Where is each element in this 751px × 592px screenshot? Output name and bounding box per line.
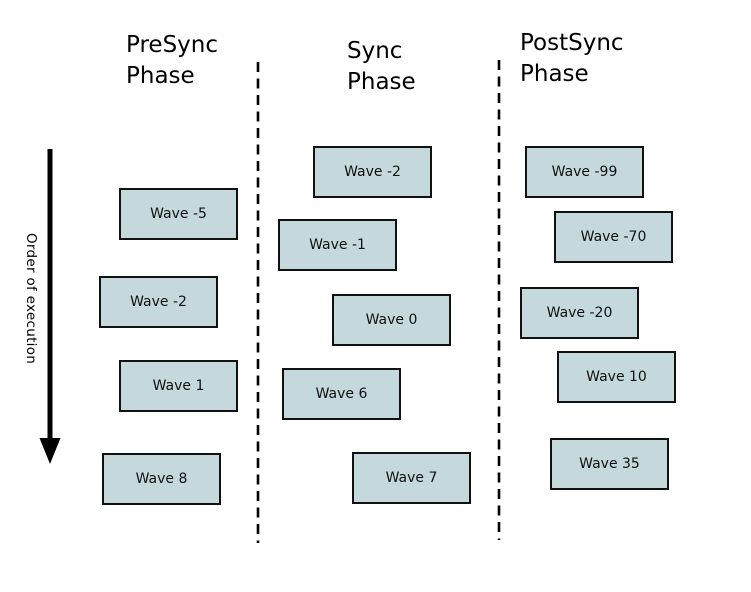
wave-box-presync-3: Wave 1 bbox=[119, 360, 238, 412]
wave-box-postsync-3: Wave -20 bbox=[520, 287, 639, 339]
order-of-execution-label: Order of execution bbox=[23, 233, 39, 365]
order-of-execution-arrow bbox=[39, 149, 61, 464]
phase-title-sync: Sync Phase bbox=[347, 38, 416, 95]
wave-box-presync-4: Wave 8 bbox=[102, 453, 221, 505]
arrow-head-icon bbox=[39, 438, 61, 464]
wave-box-postsync-2: Wave -70 bbox=[554, 211, 673, 263]
phase-title-presync: PreSync Phase bbox=[126, 32, 218, 89]
wave-box-postsync-4: Wave 10 bbox=[557, 351, 676, 403]
wave-box-sync-3: Wave 0 bbox=[332, 294, 451, 346]
wave-box-postsync-5: Wave 35 bbox=[550, 438, 669, 490]
wave-box-sync-4: Wave 6 bbox=[282, 368, 401, 420]
wave-box-presync-2: Wave -2 bbox=[99, 276, 218, 328]
wave-box-postsync-1: Wave -99 bbox=[525, 146, 644, 198]
wave-box-sync-5: Wave 7 bbox=[352, 452, 471, 504]
wave-box-presync-1: Wave -5 bbox=[119, 188, 238, 240]
wave-box-sync-2: Wave -1 bbox=[278, 219, 397, 271]
phase-title-postsync: PostSync Phase bbox=[520, 30, 624, 87]
wave-box-sync-1: Wave -2 bbox=[313, 146, 432, 198]
